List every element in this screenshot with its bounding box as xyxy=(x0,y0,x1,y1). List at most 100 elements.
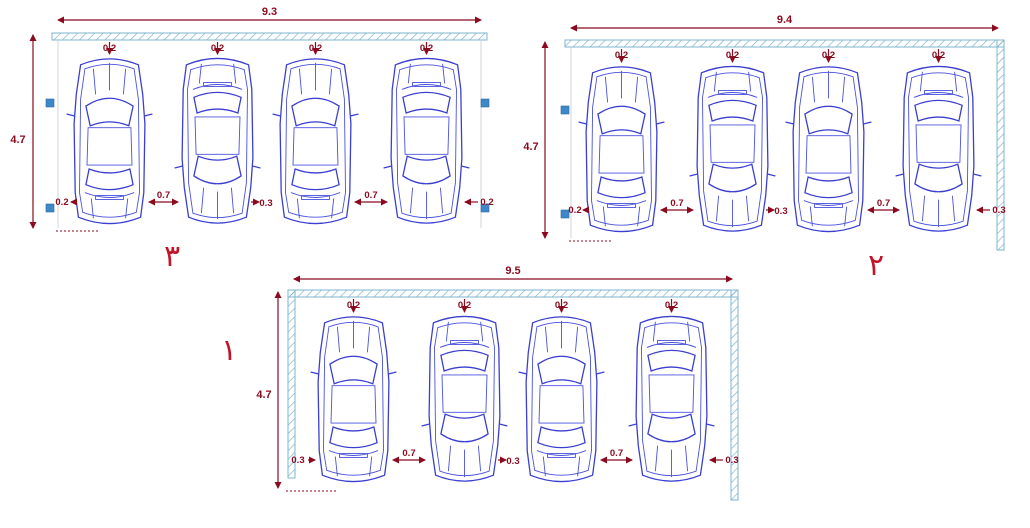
roof xyxy=(709,124,756,163)
car-body xyxy=(279,58,352,225)
width-label: 9.5 xyxy=(505,265,520,277)
plate xyxy=(718,90,747,95)
plate xyxy=(607,203,636,208)
roof xyxy=(292,127,339,166)
width-label: 9.3 xyxy=(262,6,277,18)
car-body xyxy=(317,316,390,483)
hood-lines xyxy=(544,320,579,353)
windshield xyxy=(193,155,242,185)
width-label: 9.4 xyxy=(777,14,793,26)
roof xyxy=(403,116,450,155)
rear-window xyxy=(804,176,853,199)
aisle-label-2: 0.7 xyxy=(610,448,623,459)
top-wall xyxy=(564,39,1005,48)
car xyxy=(689,65,776,232)
side-right-label: 0.3 xyxy=(725,455,738,466)
hood-lines xyxy=(715,195,750,228)
front-gap-label-1: 0.2 xyxy=(458,300,471,311)
trunk-lines xyxy=(707,71,758,98)
mirrors xyxy=(174,165,261,169)
trunk-lines xyxy=(536,450,587,477)
mirrors xyxy=(66,113,153,117)
mirrors xyxy=(689,173,776,177)
plate xyxy=(814,203,843,208)
windshield xyxy=(647,413,696,443)
windshield xyxy=(708,163,757,193)
front-gap-label-2: 0.2 xyxy=(555,300,568,311)
car xyxy=(578,66,665,233)
trunk-lines xyxy=(596,200,647,227)
trunk-lines xyxy=(913,71,964,98)
car-body xyxy=(792,66,865,233)
panel-number: ۱ xyxy=(221,333,237,368)
car xyxy=(66,58,153,225)
trunk-lines xyxy=(439,321,490,348)
plate xyxy=(450,340,479,345)
car-body xyxy=(696,65,769,232)
hood-lines xyxy=(409,187,444,220)
depth-label: 4.7 xyxy=(523,141,538,153)
aisle-label-1: 0.3 xyxy=(506,456,519,467)
mirrors xyxy=(310,371,397,375)
car-inner xyxy=(908,72,969,227)
roof xyxy=(330,385,377,424)
windshield xyxy=(329,355,378,385)
trunk-lines xyxy=(192,63,243,90)
depth-label: 4.7 xyxy=(256,389,271,401)
trunk-lines xyxy=(328,450,379,477)
rear-window xyxy=(597,176,646,199)
mirrors xyxy=(518,371,605,375)
windshield xyxy=(804,105,853,135)
plate xyxy=(95,195,124,200)
hood-lines xyxy=(200,187,235,220)
car-body xyxy=(635,315,708,482)
mirrors xyxy=(578,121,665,125)
mirrors xyxy=(272,113,359,117)
car xyxy=(785,66,872,233)
roof xyxy=(598,135,645,174)
rear-window xyxy=(647,349,696,372)
windshield xyxy=(291,97,340,127)
mirrors xyxy=(785,121,872,125)
rear-window xyxy=(85,168,134,191)
aisle-label-0: 0.7 xyxy=(670,198,683,209)
plate xyxy=(657,340,686,345)
hood-lines xyxy=(298,62,333,95)
top-wall xyxy=(287,289,739,298)
hood-lines xyxy=(921,195,956,228)
windshield xyxy=(440,413,489,443)
panel-number: ۳ xyxy=(164,239,180,274)
rear-window xyxy=(291,168,340,191)
aisle-label-0: 0.7 xyxy=(402,448,415,459)
trunk-lines xyxy=(401,63,452,90)
front-gap-label-1: 0.2 xyxy=(726,50,739,61)
car xyxy=(272,58,359,225)
side-left-label: 0.2 xyxy=(55,197,68,208)
plate xyxy=(203,82,232,87)
aisle-label-1: 0.3 xyxy=(259,198,272,209)
column-3 xyxy=(480,203,490,213)
front-gap-label-2: 0.2 xyxy=(309,43,322,54)
car-inner xyxy=(285,63,346,218)
car-body xyxy=(902,65,975,232)
car-body xyxy=(525,316,598,483)
hood-lines xyxy=(604,70,639,103)
aisle-label-0: 0.7 xyxy=(157,190,170,201)
front-gap-label-0: 0.2 xyxy=(615,50,628,61)
rear-window xyxy=(708,99,757,122)
car-inner xyxy=(798,71,859,226)
plate xyxy=(547,453,576,458)
aisle-label-2: 0.7 xyxy=(364,190,377,201)
rear-window xyxy=(440,349,489,372)
hood-lines xyxy=(447,445,482,478)
car-inner xyxy=(187,64,248,219)
car-inner xyxy=(531,321,592,476)
car xyxy=(895,65,982,232)
column-1 xyxy=(45,203,55,213)
front-gap-label-3: 0.2 xyxy=(420,43,433,54)
windshield xyxy=(537,355,586,385)
hood-lines xyxy=(811,70,846,103)
